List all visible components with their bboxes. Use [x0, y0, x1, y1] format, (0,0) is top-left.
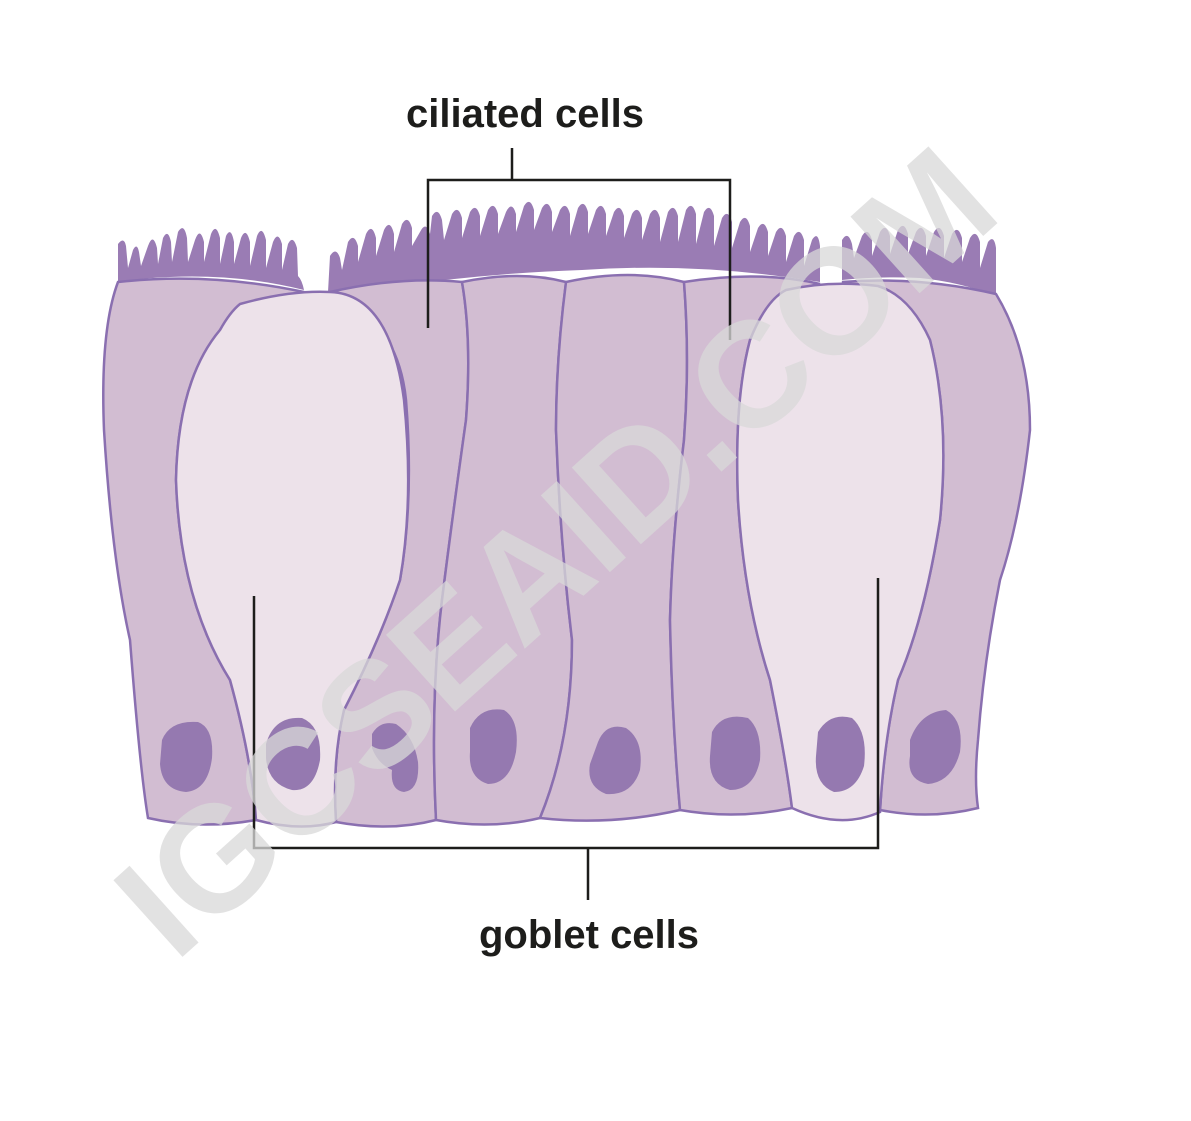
nucleus: [372, 723, 419, 792]
goblet-cell-left: [174, 290, 410, 828]
cilia-tuft-left: [118, 228, 304, 290]
goblet-cells: [174, 282, 945, 828]
nucleus: [709, 716, 761, 790]
nucleus: [815, 716, 865, 792]
nucleus: [160, 721, 213, 792]
ciliated-cells-bracket: [426, 178, 732, 340]
ciliated-cells-label: ciliated cells: [406, 92, 644, 136]
nucleus: [266, 717, 321, 791]
label-lines: [252, 148, 880, 900]
goblet-cells-label: goblet cells: [479, 913, 699, 957]
nuclei: [160, 709, 961, 795]
nucleus: [589, 726, 641, 795]
cilia-group: [118, 201, 996, 296]
nucleus: [909, 710, 961, 784]
goblet-cells-bracket: [252, 578, 880, 850]
goblet-cell-right: [735, 282, 945, 822]
cilia-tuft-middle: [328, 201, 820, 296]
nucleus: [469, 709, 517, 784]
cilia-tuft-right: [842, 225, 996, 296]
